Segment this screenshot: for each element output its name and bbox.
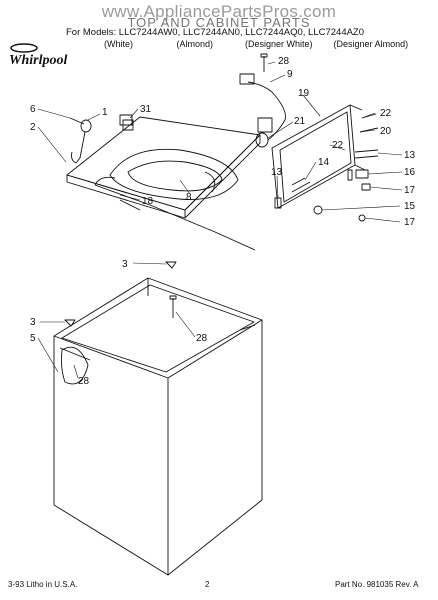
part-3-clip-top — [165, 261, 177, 269]
color-list: (White) (Almond) (Designer White) (Desig… — [104, 39, 408, 49]
brand-name: Whirlpool — [9, 53, 67, 68]
footer-litho: 3-93 Litho in U.S.A. — [8, 580, 78, 589]
color-designer-almond: (Designer Almond) — [333, 39, 409, 49]
callout-13b: 13 — [271, 167, 283, 178]
washer-top — [66, 116, 261, 219]
callout-1: 1 — [102, 107, 108, 118]
callout-9: 9 — [287, 69, 293, 80]
callout-5: 5 — [30, 333, 36, 344]
part-18-frame — [94, 176, 256, 251]
part-21-knob — [255, 132, 269, 148]
leader-lines — [37, 61, 403, 379]
callout-22: 22 — [380, 108, 392, 119]
diagram-title: TOP AND CABINET PARTS — [127, 15, 311, 30]
callout-16: 16 — [404, 167, 416, 178]
callout-19: 19 — [298, 88, 310, 99]
part-5-cabinet — [53, 277, 263, 576]
footer-page-number: 2 — [205, 580, 210, 589]
callout-8: 8 — [186, 192, 192, 203]
models-line: For Models: LLC7244AW0, LLC7244AN0, LLC7… — [66, 27, 365, 38]
color-designer-white: (Designer White) — [245, 39, 313, 49]
callout-28-mid: 28 — [196, 333, 208, 344]
color-white: (White) — [104, 39, 133, 49]
part-3-clip-left — [64, 319, 76, 327]
whirlpool-logo: Whirlpool — [9, 43, 67, 68]
callout-labels: 28 9 31 6 1 2 19 22 20 21 22 13 14 16 17… — [30, 56, 416, 387]
callout-17a: 17 — [404, 185, 416, 196]
callout-14: 14 — [318, 157, 330, 168]
callout-13: 13 — [404, 150, 416, 161]
callout-21: 21 — [294, 116, 306, 127]
color-almond: (Almond) — [176, 39, 214, 49]
part-28-screw-top — [260, 53, 268, 72]
callout-18: 18 — [142, 196, 154, 207]
callout-6: 6 — [30, 104, 36, 115]
callout-22b: 22 — [332, 140, 344, 151]
part-28-screw-mid — [169, 295, 177, 318]
callout-20: 20 — [380, 126, 392, 137]
callout-17b: 17 — [404, 217, 416, 228]
part-19-console — [271, 104, 366, 209]
callout-28-top: 28 — [278, 56, 290, 67]
callout-3a: 3 — [122, 259, 128, 270]
footer-part-number: Part No. 981035 Rev. A — [335, 580, 419, 589]
part-9-harness — [239, 73, 286, 141]
site-watermark: www.AppliancePartsPros.com — [101, 2, 337, 21]
callout-31: 31 — [140, 104, 152, 115]
callout-3b: 3 — [30, 317, 36, 328]
callout-15: 15 — [404, 201, 416, 212]
callout-28-low: 28 — [78, 376, 90, 387]
left-hardware — [69, 114, 134, 164]
callout-2: 2 — [30, 122, 36, 133]
